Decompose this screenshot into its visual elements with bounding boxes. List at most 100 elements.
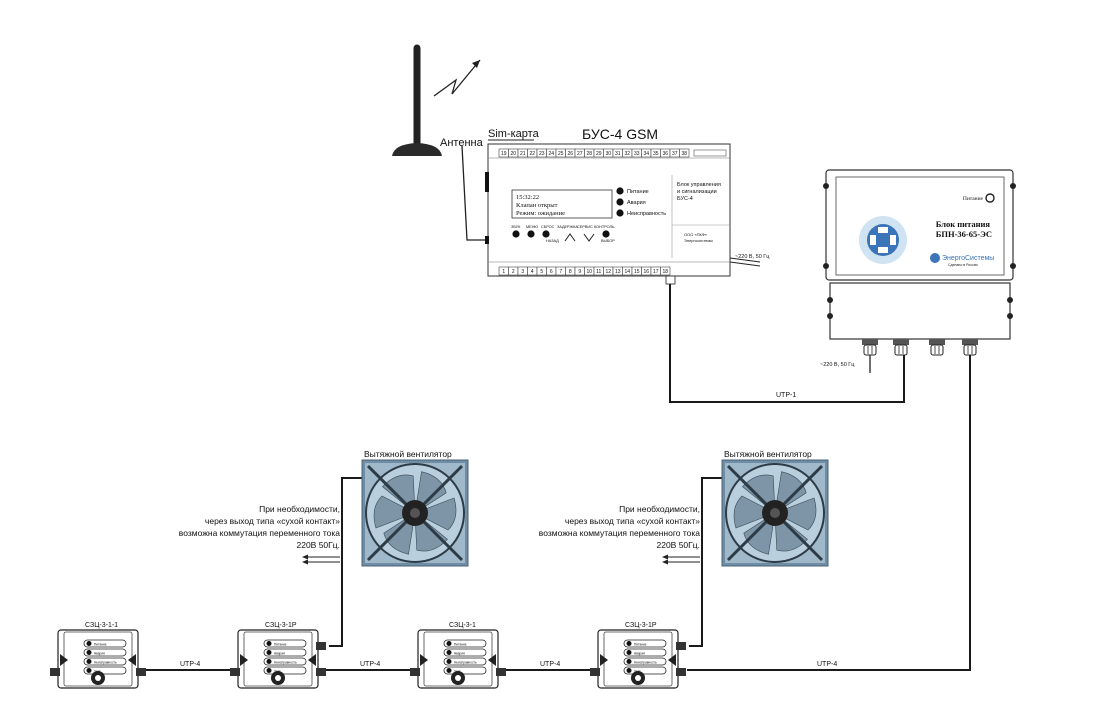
psu-gland-1 <box>862 339 878 356</box>
btn-label-reset: СБРОС <box>541 225 555 229</box>
terminal-17: 17 <box>653 269 659 275</box>
led-power <box>616 187 624 195</box>
arrow-left-icon <box>662 559 668 565</box>
btn-sub-back: НАЗАД <box>546 239 559 243</box>
terminal-19: 19 <box>501 151 507 157</box>
psu-power-led-label: Питание <box>963 196 984 202</box>
led-alarm <box>616 198 624 206</box>
terminal-26: 26 <box>567 151 573 157</box>
sensor-indicator-label: Неисправность <box>274 661 297 665</box>
sensor-szc-3-1: ПитаниеАварияНеисправностьТест <box>410 629 506 689</box>
svg-text:через выход типа «сухой контак: через выход типа «сухой контакт» <box>565 516 700 526</box>
sensor-indicator-label: Авария <box>454 652 465 656</box>
sensor-3-label: СЗЦ-3-1 <box>449 622 476 629</box>
terminal-9: 9 <box>578 269 581 275</box>
utp1-cable <box>669 284 905 403</box>
power-supply-unit: Питание Блок питания БПН-36-65-ЭС Энерго… <box>820 169 1016 373</box>
utp4-cable-main <box>687 355 971 671</box>
terminal-4: 4 <box>531 269 534 275</box>
sensor-indicator-label: Питание <box>634 643 647 647</box>
bus-title: БУС-4 GSM <box>582 126 658 142</box>
terminal-22: 22 <box>529 151 535 157</box>
arrow-left-icon <box>302 559 308 565</box>
terminal-7: 7 <box>559 269 562 275</box>
terminal-8: 8 <box>569 269 572 275</box>
antenna <box>392 44 486 241</box>
terminal-20: 20 <box>510 151 516 157</box>
bus-desc-1: Блок управления <box>677 182 721 188</box>
psu-gland-4 <box>962 339 978 356</box>
sensor-2-label: СЗЦ-3-1Р <box>265 622 297 629</box>
sensor-szc-3-1r-2: ПитаниеАварияНеисправностьТест <box>590 629 686 689</box>
led-label-power: Питание <box>627 189 649 195</box>
brand-logo-icon <box>930 253 940 263</box>
terminal-10: 10 <box>586 269 592 275</box>
display-line-2: Клапан открыт <box>516 202 558 209</box>
sim-card-label: Sim-карта <box>488 128 540 140</box>
sensor-indicator-label: Питание <box>274 643 287 647</box>
svg-text:При необходимости,: При необходимости, <box>619 504 700 514</box>
terminal-14: 14 <box>624 269 630 275</box>
display-line-3: Режим: ожидание <box>516 210 565 217</box>
psu-title-2: БПН-36-65-ЭС <box>936 229 992 239</box>
sensor-indicator-label: Авария <box>634 652 645 656</box>
terminal-24: 24 <box>548 151 554 157</box>
led-label-alarm: Авария <box>627 200 646 206</box>
arrow-down-icon <box>583 233 595 242</box>
display-line-1: 15:32:22 <box>516 194 539 201</box>
btn-label-sound: ЗВУК <box>511 225 521 229</box>
terminal-11: 11 <box>596 269 601 275</box>
bus-maker-2: Энергосистемы <box>684 238 713 243</box>
terminal-2: 2 <box>512 269 515 275</box>
psu-gland-2 <box>893 339 909 356</box>
cable-label-utp4-3: UTP-4 <box>540 661 560 668</box>
psu-gland-3 <box>929 339 945 356</box>
exhaust-fan-2 <box>721 459 829 567</box>
terminal-16: 16 <box>643 269 649 275</box>
terminal-13: 13 <box>615 269 621 275</box>
terminal-34: 34 <box>643 151 649 157</box>
fan-2-label: Вытяжной вентилятор <box>724 449 812 459</box>
button-reset <box>542 230 550 238</box>
cable-label-utp4-1: UTP-4 <box>180 661 200 668</box>
btn-label-delay: ЗАДЕРЖКА <box>557 225 578 229</box>
svg-text:При необходимости,: При необходимости, <box>259 504 340 514</box>
sensor-indicator-label: Неисправность <box>454 661 477 665</box>
svg-text:через выход типа «сухой контак: через выход типа «сухой контакт» <box>205 516 340 526</box>
terminal-12: 12 <box>605 269 611 275</box>
sensor-szc-3-1-1: ПитаниеАварияНеисправностьТест <box>50 629 146 689</box>
terminal-37: 37 <box>672 151 678 157</box>
svg-text:возможна коммутация переменног: возможна коммутация переменного тока <box>179 528 340 538</box>
arrow-up-icon <box>564 233 576 242</box>
lcd-display <box>511 189 613 219</box>
sensor-indicator-label: Питание <box>454 643 467 647</box>
psu-brand-sub: Сделано в России <box>948 263 978 267</box>
fan-1-label: Вытяжной вентилятор <box>364 449 452 459</box>
terminal-31: 31 <box>615 151 621 157</box>
wiring <box>141 284 971 671</box>
sensor-1-label: СЗЦ-3-1-1 <box>85 622 118 629</box>
relay-cable-2 <box>689 477 722 647</box>
cable-label-utp4-4: UTP-4 <box>817 661 837 668</box>
relay-cable-1 <box>329 477 362 647</box>
button-menu <box>527 230 535 238</box>
terminal-27: 27 <box>577 151 583 157</box>
arrow-left-icon <box>302 554 308 560</box>
btn-label-service: СЕРВИС <box>577 225 593 229</box>
sensor-indicator-label: Неисправность <box>94 661 117 665</box>
terminal-6: 6 <box>550 269 553 275</box>
cable-label-utp4-2: UTP-4 <box>360 661 380 668</box>
terminal-33: 33 <box>634 151 640 157</box>
terminal-32: 32 <box>624 151 630 157</box>
button-sound <box>512 230 520 238</box>
sensor-indicator-label: Авария <box>274 652 285 656</box>
terminal-28: 28 <box>586 151 592 157</box>
bus-maker-1: ООО «ПКФ» <box>684 232 708 237</box>
terminal-25: 25 <box>558 151 564 157</box>
terminal-36: 36 <box>662 151 668 157</box>
btn-label-control: КОНТРОЛЬ <box>594 225 615 229</box>
bus-desc-2: и сигнализации <box>677 189 717 195</box>
antenna-label: Антенна <box>440 137 484 149</box>
